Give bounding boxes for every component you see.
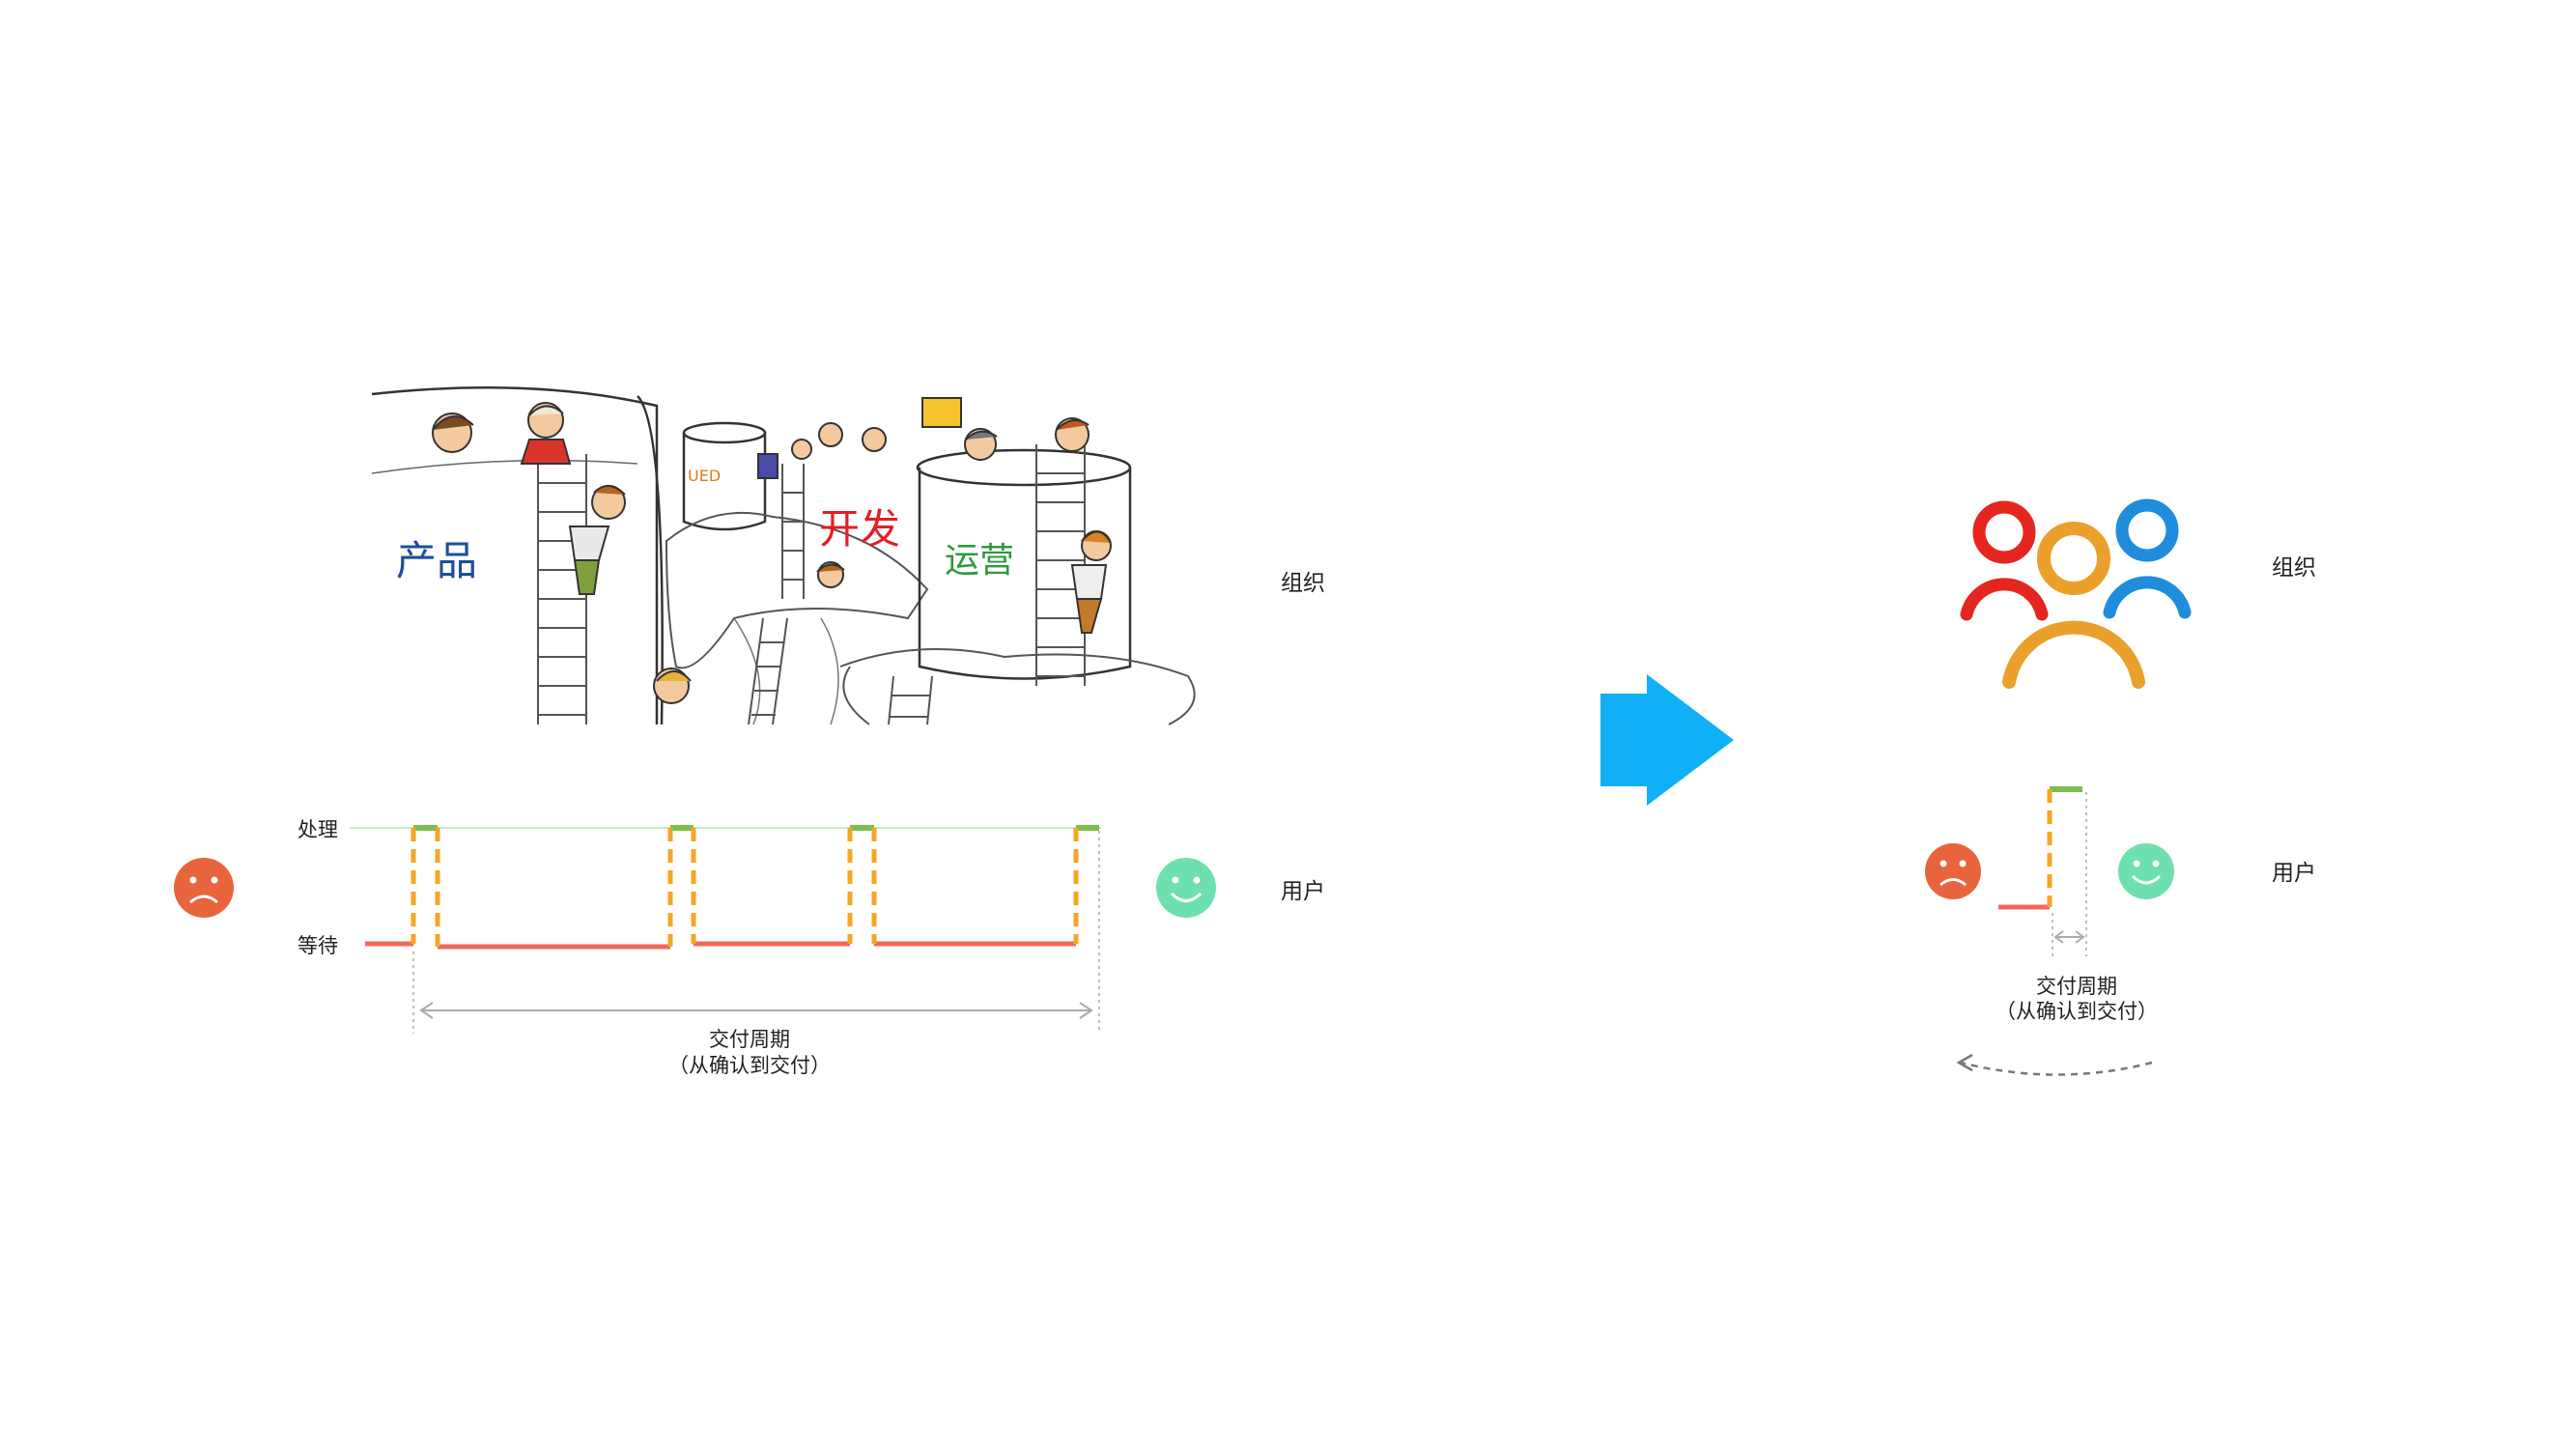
state-label-process: 处理 [297, 818, 338, 841]
organization-people-icon [1960, 498, 2192, 689]
silo-label-dev: 开发 [819, 505, 900, 553]
silo-label-product: 产品 [396, 537, 477, 584]
cycle-subtitle: （从确认到交付） [668, 1054, 831, 1077]
right-cycle-subtitle: （从确认到交付） [1996, 1000, 2158, 1023]
cycle-title: 交付周期 [709, 1028, 790, 1051]
left-label-user: 用户 [1281, 879, 1325, 904]
silo-illustration: 产品 开发 运营 UED [371, 386, 1196, 725]
silo-label-ued: UED [688, 467, 721, 485]
silo-label-ops: 运营 [945, 541, 1014, 581]
happy-face-icon [2118, 843, 2174, 899]
right-arrow-icon [1600, 674, 1734, 806]
happy-face-icon [1156, 858, 1216, 918]
right-label-user: 用户 [2272, 861, 2316, 886]
sad-face-icon [174, 858, 234, 918]
state-label-wait: 等待 [297, 934, 338, 957]
right-cycle-title: 交付周期 [2036, 975, 2117, 998]
right-label-org: 组织 [2272, 555, 2316, 581]
left-label-org: 组织 [1281, 571, 1325, 596]
sad-face-icon [1925, 843, 1981, 899]
right-timeline: 交付周期 （从确认到交付） [1956, 786, 2158, 1076]
left-timeline: 处理 等待 交付周期 （从确认到交付） [297, 818, 1101, 1077]
